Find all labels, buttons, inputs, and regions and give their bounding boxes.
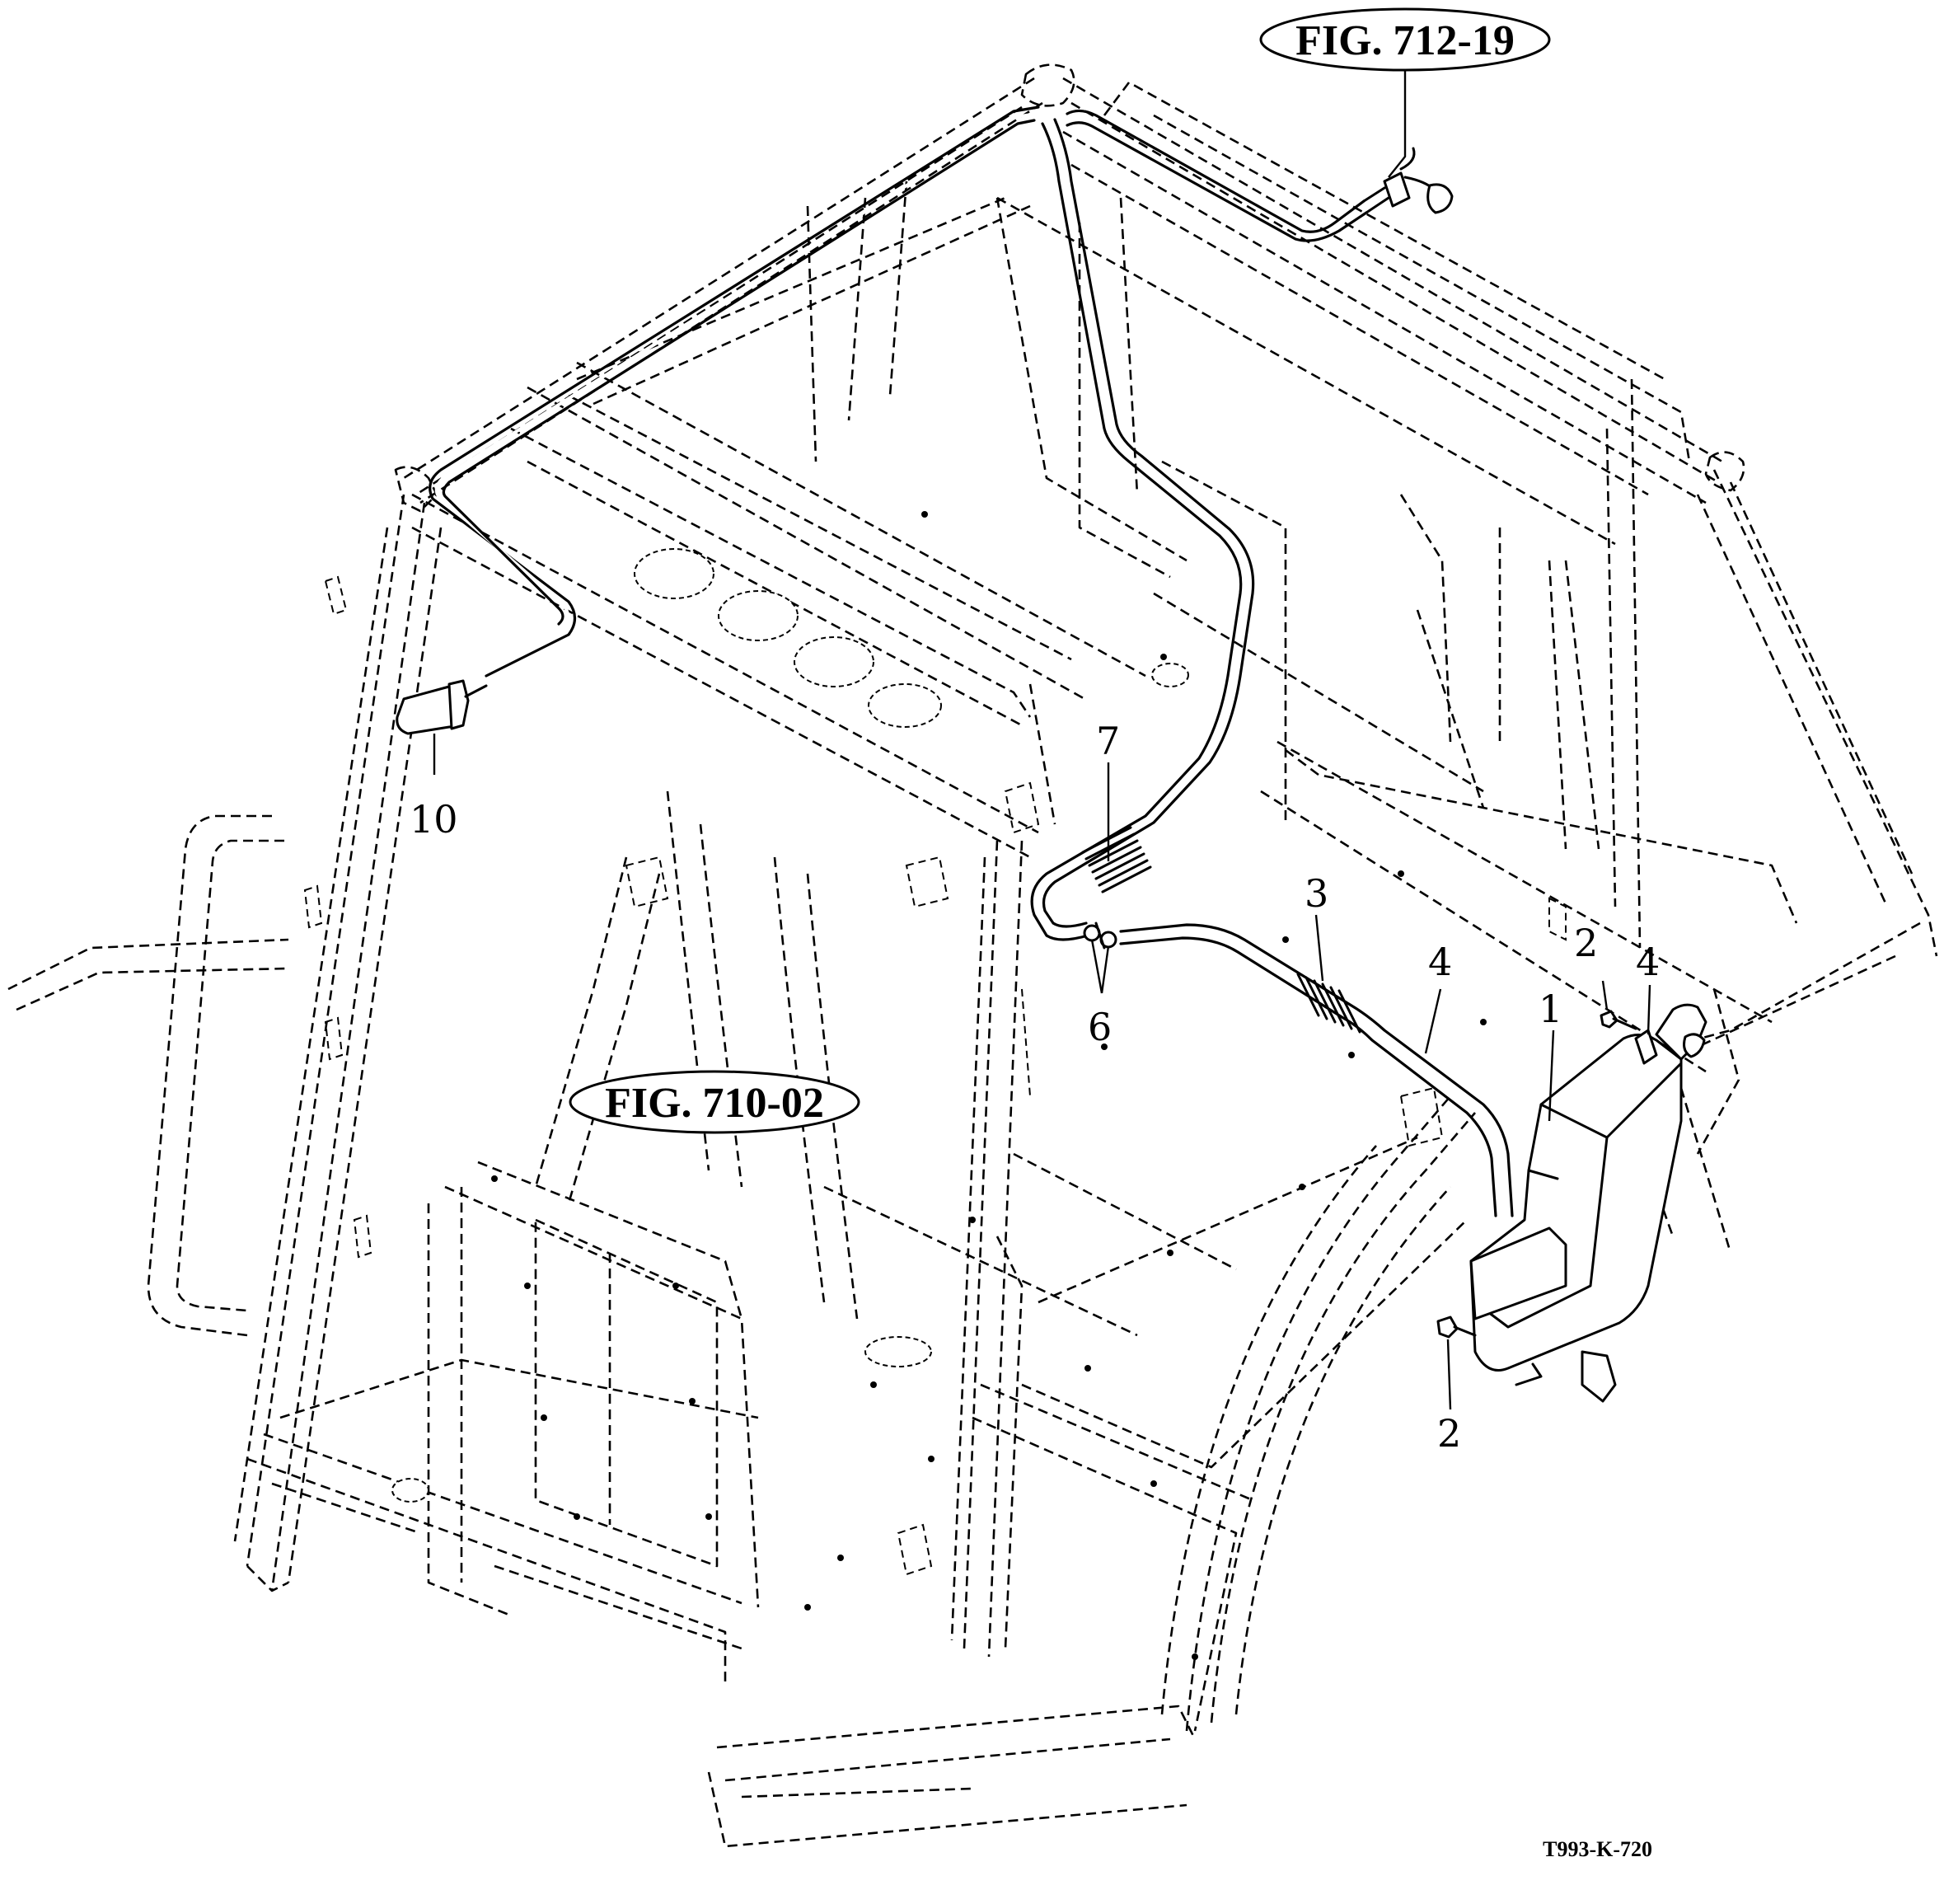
hose-spring-guard-7 [1081, 826, 1152, 893]
callout-1: 1 [1539, 987, 1562, 1031]
washer-hose-routing [429, 106, 1514, 1217]
callout-leaders [433, 70, 1651, 1410]
callout-4-left: 4 [1428, 940, 1452, 984]
drawing-number: T993-K-720 [1543, 1837, 1652, 1861]
callout-7: 7 [1096, 719, 1120, 763]
callout-4-right: 4 [1636, 940, 1660, 984]
callout-10: 10 [410, 797, 458, 842]
callout-2-lower: 2 [1437, 1411, 1461, 1456]
cab-frame-outline [7, 63, 1938, 1848]
hose-spring-guard-3 [1296, 973, 1361, 1034]
rear-panel-openings [391, 511, 1487, 1660]
hose-joint [1083, 922, 1117, 950]
callout-2-upper: 2 [1574, 921, 1598, 965]
washer-tank [1469, 1003, 1707, 1403]
figure-ref-710-02[interactable]: FIG. 710-02 [569, 1070, 860, 1134]
bolt-lower [1436, 1315, 1477, 1339]
front-washer-nozzle [396, 679, 488, 735]
figure-ref-710-02-label: FIG. 710-02 [605, 1080, 824, 1127]
figure-ref-712-19[interactable]: FIG. 712-19 [1259, 7, 1551, 72]
callout-3: 3 [1305, 871, 1328, 916]
figure-ref-712-19-label: FIG. 712-19 [1295, 17, 1515, 64]
callout-6: 6 [1088, 1005, 1112, 1049]
rear-washer-nozzle [1362, 147, 1454, 214]
bolt-upper [1600, 1010, 1637, 1030]
